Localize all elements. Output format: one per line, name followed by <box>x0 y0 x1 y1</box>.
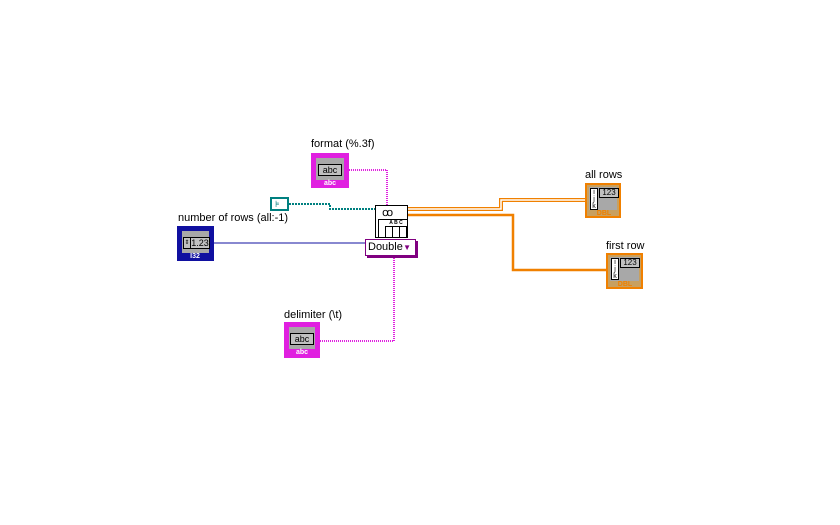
delimiter-wire[interactable] <box>320 256 395 342</box>
format-terminal[interactable]: abc abc <box>311 153 349 188</box>
all-rows-label: all rows <box>585 169 623 181</box>
format-wire[interactable] <box>349 169 388 205</box>
increment-arrows-icon: ⇕ <box>183 237 191 249</box>
first-row-wire[interactable] <box>408 213 606 272</box>
delimiter-terminal[interactable]: abc abc <box>284 322 320 358</box>
first-row-label: first row <box>606 240 645 252</box>
path-wire[interactable] <box>289 203 375 210</box>
path-constant[interactable]: ⊧ <box>270 197 289 211</box>
format-label: format (%.3f) <box>311 138 375 150</box>
rows-terminal[interactable]: 1.23 ⇕ I32 <box>177 226 214 261</box>
table-header: A B C <box>385 220 407 227</box>
glasses-icon: ꝏ <box>382 207 394 219</box>
delimiter-label: delimiter (\t) <box>284 309 343 321</box>
table-icon: A B C <box>378 219 408 238</box>
rows-label: number of rows (all:-1) <box>178 212 289 224</box>
type-selector[interactable]: Double ▼ <box>365 239 416 256</box>
read-spreadsheet-function[interactable]: ꝏ A B C <box>375 205 408 238</box>
dropdown-arrow-icon: ▼ <box>403 243 411 252</box>
all-rows-wire[interactable] <box>408 198 585 211</box>
path-icon: ⊧ <box>275 199 280 209</box>
